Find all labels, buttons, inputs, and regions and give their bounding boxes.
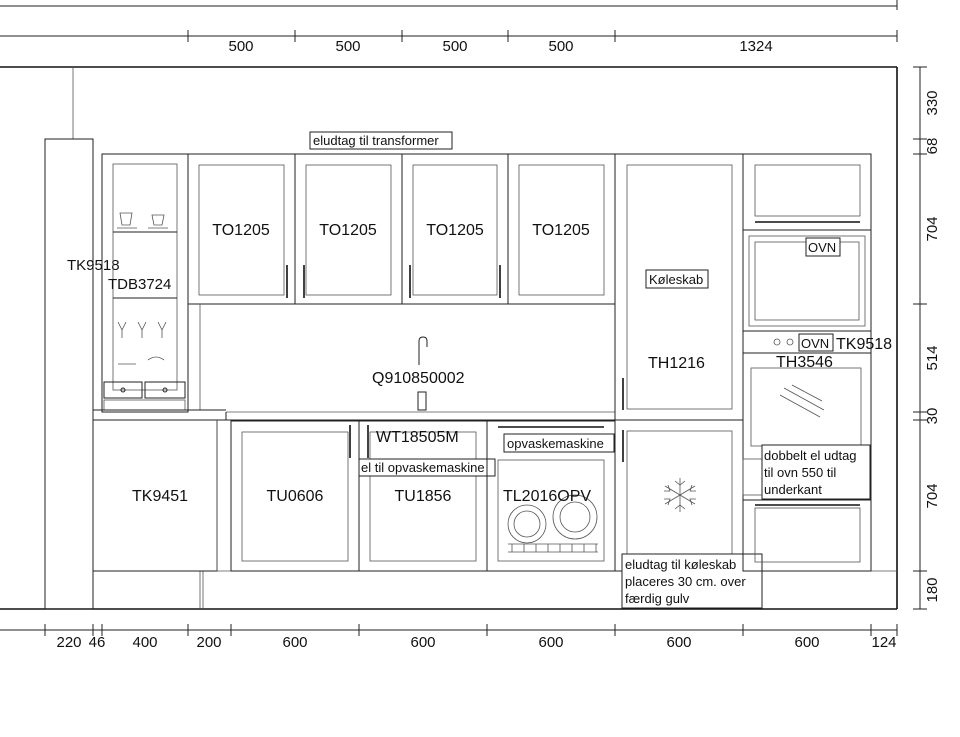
wall-unit-4-label: TO1205 [532,222,590,239]
tap-label: Q910850002 [372,370,465,387]
bottom-dim-9: 600 [794,634,819,651]
sink-unit: WT18505M TU1856 [358,420,488,572]
bottom-dim-7: 600 [538,634,563,651]
fridge-column: Køleskab TH1216 [614,153,744,572]
dishwasher-outlet-note: el til opvaskemaskine [358,458,496,477]
right-dimension-lines: 330 68 704 514 30 704 180 [913,66,941,610]
fridge-note-line-2: placeres 30 cm. over [625,574,746,589]
sink-label: WT18505M [376,429,459,446]
fridge-unit-label: TH1216 [648,355,705,372]
wall-unit-2-label: TO1205 [319,222,377,239]
right-dim-7: 180 [924,577,941,602]
top-dim-1: 500 [228,38,253,55]
splashback: Q910850002 [92,304,615,421]
dishwasher: opvaskemaskine TL2016OPV [486,420,616,572]
oven-note-line-3: underkant [764,482,822,497]
oven-note-line-2: til ovn 550 til [764,465,836,480]
transformer-note-text: eludtag til transformer [313,133,439,148]
wall-unit-1-label: TO1205 [212,222,270,239]
top-dim-5: 1324 [739,38,772,55]
right-dim-1: 330 [924,90,941,115]
fridge-note-line-3: færdig gulv [625,591,690,606]
tall-left-label: TK9518 [67,257,120,274]
snowflake-icon [664,478,696,512]
base-unit-2-label: TU1856 [395,488,452,505]
bottom-dim-5: 600 [282,634,307,651]
oven-housing-label: TH3546 [776,354,833,371]
dishwasher-label: TL2016OPV [503,488,591,505]
bottom-dim-8: 600 [666,634,691,651]
base-unit-1-label: TU0606 [267,488,324,505]
oven-tag-mid-text: OVN [801,336,829,351]
oven-tower: OVN OVN TH3546 TK9518 [742,153,892,572]
base-filler-unit: TK9451 [92,419,218,572]
top-dim-4: 500 [548,38,573,55]
bottom-dim-6: 600 [410,634,435,651]
top-dimension-lines: 500 500 500 500 1324 [0,0,898,55]
base-unit-tu0606: TU0606 [230,420,360,572]
glass-display-cabinet: TDB3724 [101,153,189,413]
fridge-outlet-note: eludtag til køleskab placeres 30 cm. ove… [621,553,763,609]
bottom-dim-4: 200 [196,634,221,651]
knob-icon [786,338,794,346]
dishwasher-tag-text: opvaskemaskine [507,436,604,451]
left-tall-panel: TK9518 [44,138,120,610]
wall-cabinets: TO1205 TO1205 TO1205 TO1205 [187,153,616,305]
right-dim-4: 514 [924,345,941,370]
bottom-dim-1: 220 [56,634,81,651]
fridge-note-line-1: eludtag til køleskab [625,557,736,572]
bottom-dim-10: 124 [871,634,896,651]
transformer-outlet-note: eludtag til transformer [309,131,453,150]
knob-icon [773,338,781,346]
oven-outlet-note: dobbelt el udtag til ovn 550 til underka… [761,444,871,500]
right-dim-2: 68 [924,138,941,155]
tall-right-label: TK9518 [836,336,892,353]
bottom-dim-2: 46 [89,634,106,651]
right-dim-3: 704 [924,216,941,241]
fridge-tag-text: Køleskab [649,272,703,287]
oven-note-line-1: dobbelt el udtag [764,448,857,463]
dishwasher-outlet-text: el til opvaskemaskine [361,460,485,475]
bottom-dimension-lines: 220 46 400 200 600 600 600 600 600 124 [0,624,898,651]
glass-cabinet-label: TDB3724 [108,276,171,293]
oven-tag-top-text: OVN [808,240,836,255]
wall-unit-3-label: TO1205 [426,222,484,239]
right-dim-6: 704 [924,483,941,508]
base-filler-label: TK9451 [132,488,188,505]
right-dim-5: 30 [924,408,941,425]
top-dim-3: 500 [442,38,467,55]
top-dim-2: 500 [335,38,360,55]
bottom-dim-3: 400 [132,634,157,651]
